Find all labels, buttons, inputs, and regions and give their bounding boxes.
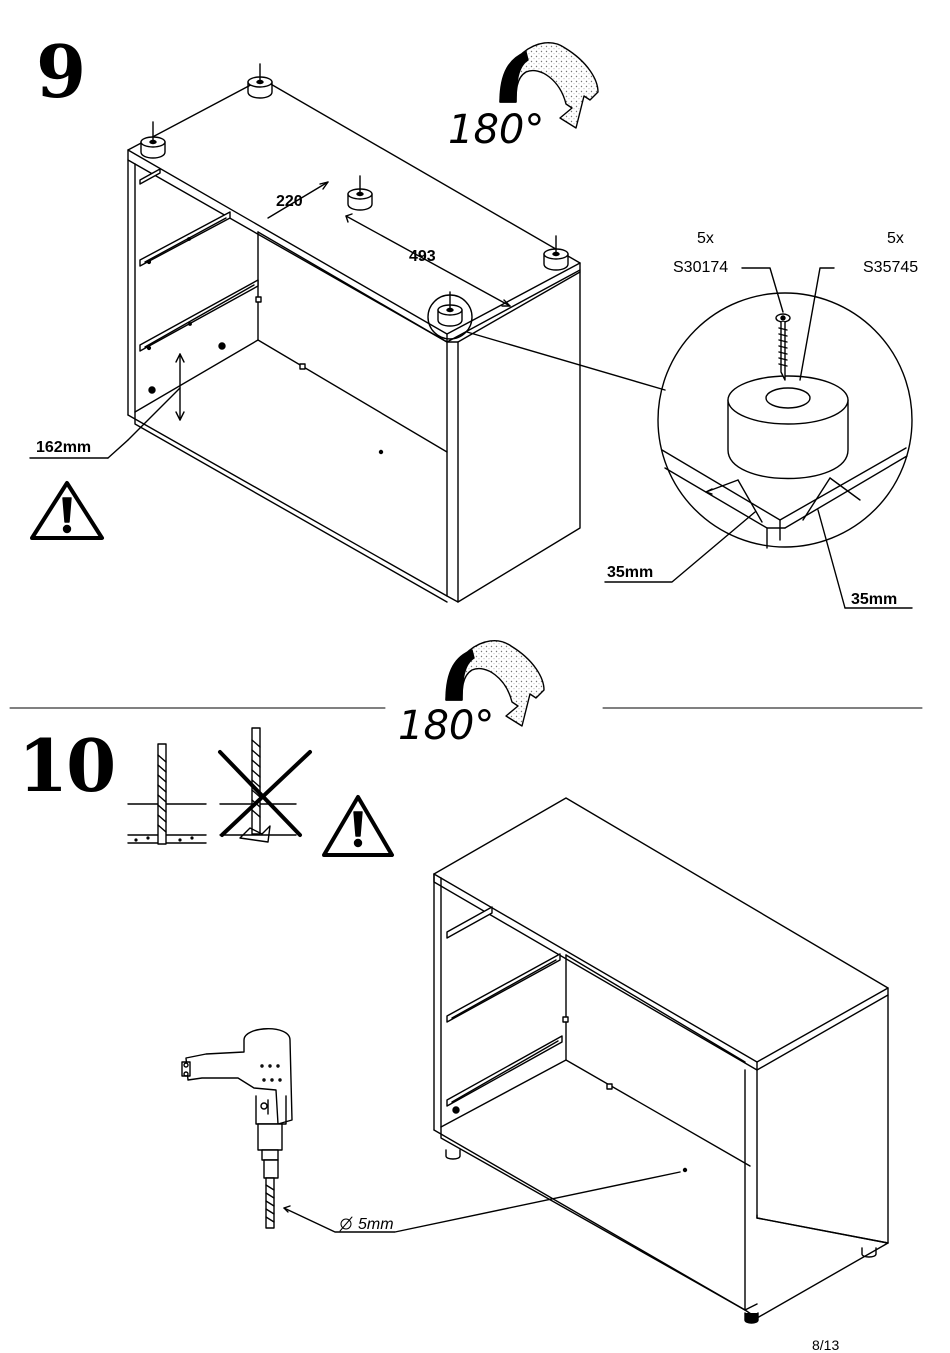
warning-icon [322,795,394,857]
quantity-label: 5x [697,230,714,247]
part-number-label: S30174 [673,259,729,276]
rotation-label: 180° [448,107,545,153]
drill-bit-icon [127,743,207,845]
cabinet-upside-down [127,78,581,603]
warning-icon [30,481,104,540]
dimension-label: 493 [409,248,436,265]
power-drill-icon [181,1028,293,1229]
quantity-label: 5x [887,230,904,247]
rotate-arrow-icon [445,640,545,727]
drawer-runners [139,168,259,352]
cabinet-upright [433,797,889,1324]
foot-detail-view [604,267,913,609]
dimension-lines [267,181,511,307]
cabinet-feet [140,63,569,340]
dimension-label: 35mm [851,591,898,608]
dimension-label: 35mm [607,564,654,581]
part-number-label: S35745 [863,259,919,276]
page-number: 8/13 [812,1337,840,1353]
step-number: 10 [18,723,116,808]
rotation-label: 180° [398,703,495,749]
dimension-label: 162mm [36,439,92,456]
rotate-arrow-icon [499,42,599,129]
dimension-label: 220 [276,193,303,210]
step-number: 9 [36,29,86,114]
drill-bit-icon [218,727,312,843]
drill-diameter-label: 5mm [358,1216,394,1233]
